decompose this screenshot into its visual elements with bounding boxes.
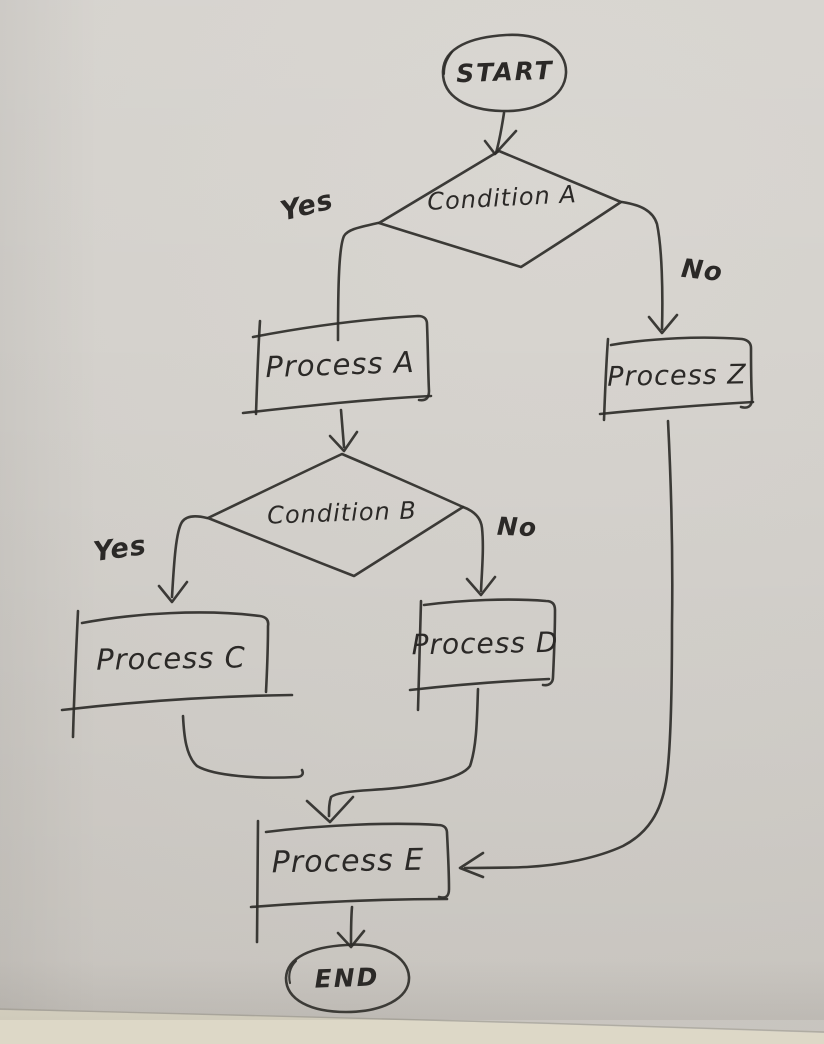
process-e-box-left-bar xyxy=(255,819,260,944)
process-z-box-bottom xyxy=(598,400,755,416)
process-c-box-left-bar xyxy=(71,609,80,739)
condition-b-yes-label: Yes xyxy=(91,529,149,569)
end-terminator-outline xyxy=(284,943,411,1014)
paper-bottom-edge xyxy=(0,1008,824,1033)
arrowhead-process-c-entry xyxy=(157,580,189,604)
process-c-box-top-right xyxy=(80,611,270,694)
arrowhead-end-entry xyxy=(336,929,366,949)
process-e-box-bottom xyxy=(249,897,449,909)
arrowhead-process-e-top-entry xyxy=(305,795,355,824)
edge-process-d-to-process-e xyxy=(327,687,480,818)
start-label: START xyxy=(455,55,555,89)
process-e-box-top-right xyxy=(264,822,451,899)
surface-below-paper xyxy=(0,1010,824,1044)
process-z-box-left-bar xyxy=(602,337,610,422)
process-a-box-top-right xyxy=(251,314,431,402)
end-terminator-doubled-stroke xyxy=(288,959,298,985)
paper-bottom-shading xyxy=(0,960,824,1020)
edge-process-a-to-condition-b xyxy=(339,408,346,449)
process-e-label: Process E xyxy=(271,842,425,881)
process-a-box-bottom xyxy=(241,394,433,415)
edge-process-c-to-merge xyxy=(181,714,305,779)
process-d-box-left-bar xyxy=(416,599,423,712)
process-d-box-bottom xyxy=(408,677,551,692)
edge-process-e-to-end xyxy=(349,905,354,945)
condition-b-diamond-outline xyxy=(206,452,465,578)
condition-a-no-label: No xyxy=(679,253,725,289)
edge-condition-b-yes-to-process-c xyxy=(170,515,209,599)
process-d-box-top-right xyxy=(422,598,557,687)
edge-process-z-to-process-e xyxy=(463,419,674,870)
arrowhead-process-e-right-entry xyxy=(458,851,485,879)
edge-condition-a-yes-to-process-a xyxy=(336,221,380,342)
arrowhead-condition-b-entry xyxy=(328,430,359,453)
edge-condition-a-no-to-process-z xyxy=(620,200,664,331)
start-terminator-doubled-stroke xyxy=(442,50,454,76)
process-a-box-left-bar xyxy=(254,319,262,416)
condition-a-label: Condition A xyxy=(426,180,578,216)
condition-a-diamond-outline xyxy=(377,149,623,269)
process-c-box-bottom xyxy=(60,693,294,712)
edge-start-to-condition-a xyxy=(494,111,506,155)
end-label: END xyxy=(314,962,380,994)
arrowhead-process-z-entry xyxy=(647,313,679,335)
condition-b-label: Condition B xyxy=(266,496,418,530)
edge-condition-b-no-to-process-d xyxy=(461,505,485,593)
process-c-label: Process C xyxy=(95,640,247,677)
process-z-label: Process Z xyxy=(606,359,748,393)
condition-b-no-label: No xyxy=(496,511,538,543)
process-a-label: Process A xyxy=(264,344,416,385)
arrowhead-process-d-entry xyxy=(465,575,497,597)
process-d-label: Process D xyxy=(411,625,559,662)
